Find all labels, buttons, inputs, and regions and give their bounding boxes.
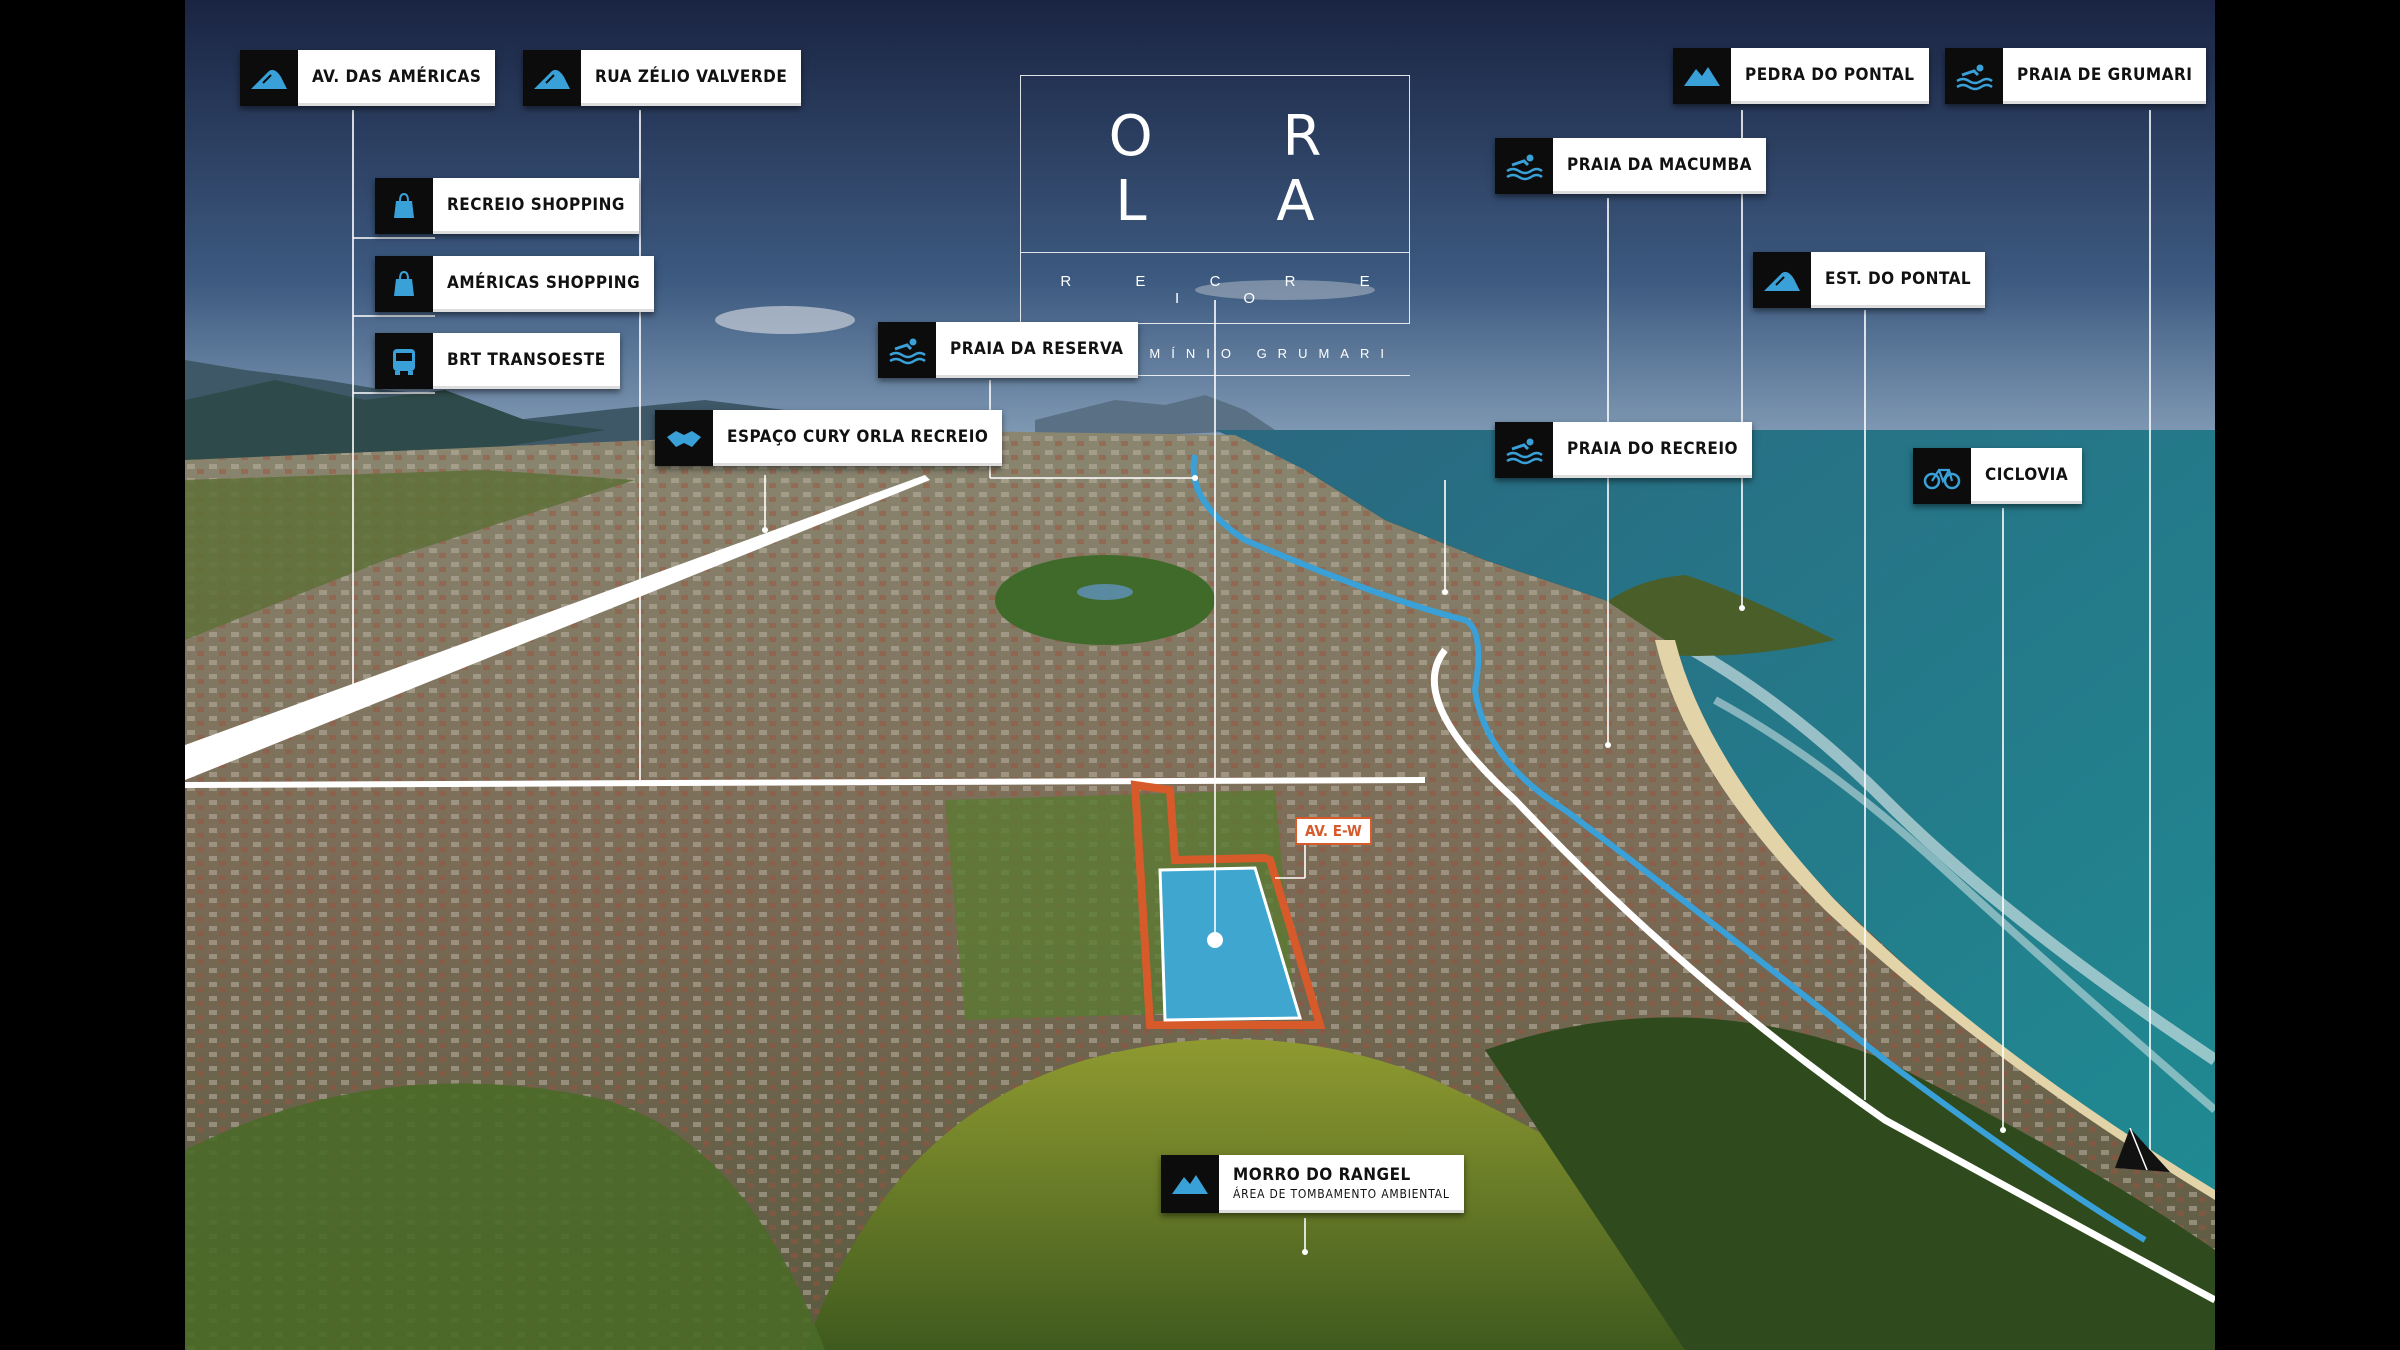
mountain-icon [1673,48,1731,104]
label-espaco-cury[interactable]: ESPAÇO CURY ORLA RECREIO [655,410,1003,466]
label-text: RECREIO SHOPPING [447,194,625,215]
mountain-icon [1161,1155,1219,1213]
label-pedra-pontal[interactable]: PEDRA DO PONTAL [1673,48,1929,104]
title-block: O R L A R E C R E I O CONDOMÍNIO GRUMARI [1020,75,1410,376]
label-text: AV. DAS AMÉRICAS [312,66,482,87]
bike-icon [1913,448,1971,504]
label-ciclovia[interactable]: CICLOVIA [1913,448,2083,504]
page-title: O R L A [1021,76,1409,253]
label-text: PRAIA DE GRUMARI [2017,64,2193,85]
label-text: BRT TRANSOESTE [447,349,606,370]
label-brt[interactable]: BRT TRANSOESTE [375,333,620,389]
wave-icon [878,322,936,378]
road-label-av-ew: AV. E-W [1295,817,1372,845]
shopping-bag-icon [375,256,433,312]
road-icon [523,50,581,106]
label-praia-grumari[interactable]: PRAIA DE GRUMARI [1945,48,2207,104]
label-text: PEDRA DO PONTAL [1745,64,1915,85]
handshake-icon [655,410,713,466]
label-av-americas[interactable]: AV. DAS AMÉRICAS [240,50,496,106]
label-americas-shopping[interactable]: AMÉRICAS SHOPPING [375,256,655,312]
label-text: MORRO DO RANGEL [1233,1164,1411,1185]
shopping-bag-icon [375,178,433,234]
label-text: ESPAÇO CURY ORLA RECREIO [727,426,989,447]
label-praia-recreio[interactable]: PRAIA DO RECREIO [1495,422,1753,478]
label-text: CICLOVIA [1985,464,2069,485]
road-icon [1753,252,1811,308]
map-scene: O R L A R E C R E I O CONDOMÍNIO GRUMARI… [185,0,2215,1350]
label-text: PRAIA DA MACUMBA [1567,154,1752,175]
label-text: AMÉRICAS SHOPPING [447,272,641,293]
label-subtext: ÁREA DE TOMBAMENTO AMBIENTAL [1233,1186,1450,1201]
wave-icon [1945,48,2003,104]
label-praia-reserva[interactable]: PRAIA DA RESERVA [878,322,1138,378]
page-subtitle: R E C R E I O [1060,273,1400,307]
label-rua-zelio[interactable]: RUA ZÉLIO VALVERDE [523,50,802,106]
wave-icon [1495,422,1553,478]
label-praia-macumba[interactable]: PRAIA DA MACUMBA [1495,138,1766,194]
road-icon [240,50,298,106]
label-est-pontal[interactable]: EST. DO PONTAL [1753,252,1986,308]
label-text: PRAIA DO RECREIO [1567,438,1739,459]
label-recreio-shopping[interactable]: RECREIO SHOPPING [375,178,639,234]
bus-icon [375,333,433,389]
wave-icon [1495,138,1553,194]
label-text: RUA ZÉLIO VALVERDE [595,66,788,87]
label-text: EST. DO PONTAL [1825,268,1972,289]
label-morro-rangel[interactable]: MORRO DO RANGEL ÁREA DE TOMBAMENTO AMBIE… [1161,1155,1464,1213]
label-text: PRAIA DA RESERVA [950,338,1124,359]
